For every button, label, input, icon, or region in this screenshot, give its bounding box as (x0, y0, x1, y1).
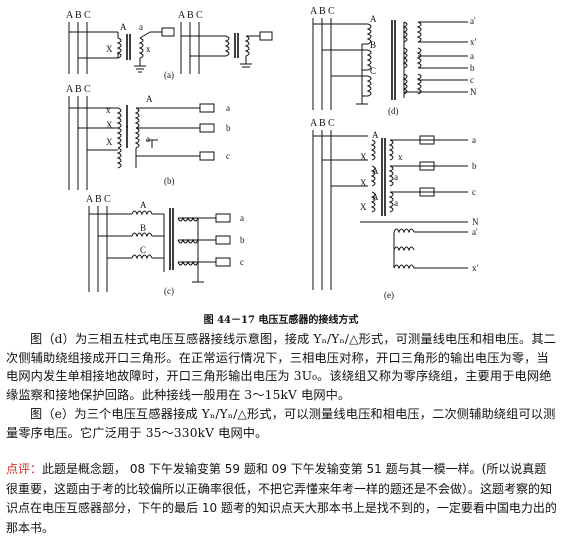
phase-label: C (328, 118, 335, 129)
phase-label: B (95, 194, 102, 205)
panel-b: A B C a b c X X A a x (b) (66, 84, 231, 190)
panel-label: (a) (164, 70, 174, 80)
terminal-label: b (240, 235, 245, 245)
phase-label: C (84, 10, 91, 21)
terminal-label: a' (470, 16, 476, 26)
terminal-label: a' (472, 227, 478, 237)
terminal-label: a (394, 198, 398, 208)
terminal-label: b (472, 161, 477, 171)
terminal-label: B (140, 223, 146, 233)
phase-label: C (196, 10, 203, 21)
phase-label: A (310, 118, 318, 129)
phase-label: A (178, 10, 186, 21)
phase-label: C (104, 194, 111, 205)
panel-e: A B C A X X X A A x a a a b c N (310, 118, 479, 300)
phase-label: B (319, 118, 326, 129)
panel-label: (b) (164, 176, 175, 186)
terminal-label: a (472, 135, 476, 145)
comment-block: 点评：此题是概念题， 08 下午发输变第 59 题和 09 下午发输变第 51 … (6, 460, 558, 538)
terminal-label: x' (470, 37, 477, 47)
comment-tag: 点评： (6, 462, 43, 476)
paragraph-e: 图（e）为三个电压互感器接成 Yₙ/Yₙ/△形式，可以测量线电压和相电压，二次侧… (6, 407, 556, 440)
terminal-label: x (398, 152, 403, 162)
terminal-label: a (226, 103, 230, 113)
phase-label: C (84, 84, 91, 95)
terminal-label: A (372, 166, 379, 176)
wiring-diagram-figure: A B C A a X x A B C (66, 6, 479, 300)
terminal-label: A (370, 14, 377, 24)
terminal-label: X (360, 202, 367, 212)
terminal-label: X (106, 137, 113, 147)
phase-label: B (187, 10, 194, 21)
wiring-diagram-svg: A B C A a X x A B C (66, 6, 479, 300)
terminal-label: a (146, 134, 150, 144)
terminal-label: N (470, 87, 477, 97)
panel-a: A B C A a X x A B C (66, 10, 273, 80)
terminal-label: c (226, 151, 230, 161)
comment-text: 此题是概念题， 08 下午发输变第 59 题和 09 下午发输变第 51 题与其… (6, 462, 557, 535)
phase-label: A (310, 6, 318, 17)
terminal-label: b (470, 63, 475, 73)
terminal-label: c (472, 187, 476, 197)
terminal-label: X (360, 178, 367, 188)
terminal-label: A (372, 130, 379, 140)
paragraph-d: 图（d）为三相五柱式电压互感器接线示意图，接成 Yₙ/Yₙ/△形式，可测量线电压… (6, 332, 557, 402)
terminal-label: N (472, 217, 479, 227)
terminal-label: A (140, 200, 147, 210)
terminal-label: X (106, 44, 113, 54)
panel-label: (c) (164, 286, 174, 296)
phase-label: B (319, 6, 326, 17)
terminal-label: b (226, 123, 231, 133)
terminal-label: C (370, 66, 376, 76)
phase-label: A (66, 84, 74, 95)
terminal-label: a (139, 22, 143, 32)
terminal-label: x' (472, 263, 479, 273)
panel-label: (d) (388, 106, 399, 116)
panel-c: A B C A B C a b c (86, 194, 245, 296)
panel-d: A B C A B C a' x' (310, 6, 477, 116)
terminal-label: C (140, 245, 146, 255)
phase-label: C (328, 6, 335, 17)
terminal-label: B (370, 40, 376, 50)
terminal-label: x (106, 105, 111, 115)
terminal-label: c (240, 257, 244, 267)
terminal-label: X (360, 152, 367, 162)
terminal-label: A (372, 192, 379, 202)
terminal-label: a (394, 172, 398, 182)
terminal-label: x (146, 44, 151, 54)
terminal-label: a (240, 213, 244, 223)
phase-label: A (66, 10, 74, 21)
terminal-label: X (106, 120, 113, 130)
terminal-label: c (470, 75, 474, 85)
panel-label: (e) (384, 290, 394, 300)
terminal-label: A (146, 94, 153, 104)
terminal-label: A (120, 22, 127, 32)
phase-label: A (86, 194, 94, 205)
phase-label: B (75, 10, 82, 21)
terminal-label: a (470, 51, 474, 61)
phase-label: B (75, 84, 82, 95)
figure-caption: 图 44－17 电压互感器的接线方式 (203, 315, 359, 326)
